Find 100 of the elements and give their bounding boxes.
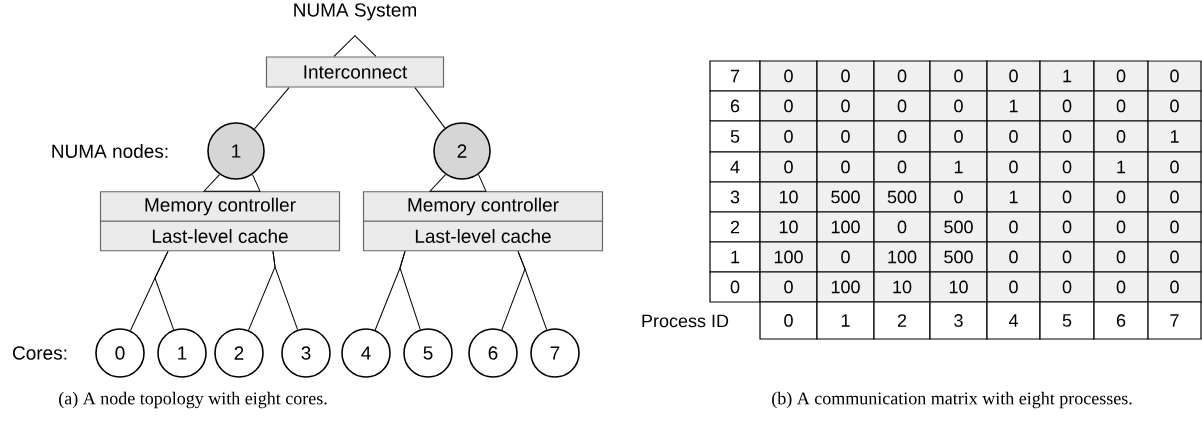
table-cell: 1 (1039, 60, 1095, 92)
table-cell: 0 (816, 241, 875, 273)
connector-line (253, 87, 290, 130)
table-cell: 0 (1147, 181, 1202, 213)
column-header-cell: 0 (759, 301, 818, 340)
table-cell: 0 (816, 90, 875, 122)
table-cell: 100 (816, 211, 875, 243)
table-cell: 0 (1147, 241, 1202, 273)
table-cell: 0 (1093, 241, 1149, 273)
connector-line (414, 87, 446, 129)
column-header-cell: 6 (1093, 301, 1149, 340)
connector-line (154, 250, 175, 331)
table-cell: 1 (986, 90, 1041, 122)
column-header-cell: 4 (986, 301, 1041, 340)
table-cell: 0 (986, 60, 1041, 92)
table-cell: 0 (759, 271, 818, 303)
row-header-cell: 2 (709, 211, 761, 243)
table-cell: 0 (986, 151, 1041, 183)
column-header-cell: 3 (929, 301, 988, 340)
column-header-cell: 7 (1147, 301, 1202, 340)
table-cell: 0 (873, 90, 931, 122)
connector-line (272, 250, 299, 331)
row-header-cell: 7 (709, 60, 761, 92)
table-cell: 0 (986, 241, 1041, 273)
table-cell: 0 (929, 120, 988, 153)
table-cell: 0 (929, 90, 988, 122)
table-cell: 0 (1147, 271, 1202, 303)
table-cell: 0 (759, 90, 818, 122)
connector-line (517, 250, 548, 331)
table-cell: 0 (759, 151, 818, 183)
column-header-cell: 2 (873, 301, 931, 340)
table-cell: 100 (759, 241, 818, 273)
table-cell: 0 (929, 60, 988, 92)
table-cell: 1 (1147, 120, 1202, 153)
table-cell: 0 (986, 120, 1041, 153)
connector-line (333, 35, 377, 57)
table-cell: 0 (873, 120, 931, 153)
table-cell: 0 (873, 60, 931, 92)
table-cell: 10 (873, 271, 931, 303)
node-label: NUMA System (294, 3, 416, 21)
table-cell: 0 (816, 151, 875, 183)
table-cell: 10 (759, 211, 818, 243)
process-box: Memory controller (99, 191, 341, 222)
table-cell: 0 (1039, 241, 1095, 273)
table-cell: 10 (759, 181, 818, 213)
caption: (a) A node topology with eight cores. (59, 391, 327, 409)
table-cell: 500 (873, 181, 931, 213)
table-cell: 1 (986, 181, 1041, 213)
table-cell: 0 (1093, 120, 1149, 153)
table-cell: 0 (1039, 90, 1095, 122)
table-cell: 0 (873, 211, 931, 243)
connector-line (429, 174, 487, 192)
table-cell: 0 (1147, 60, 1202, 92)
table-cell: 0 (1093, 181, 1149, 213)
table-cell: 0 (816, 60, 875, 92)
table-cell: 500 (816, 181, 875, 213)
table-cell: 0 (1039, 151, 1095, 183)
table-cell: 0 (816, 120, 875, 153)
process-box: Last-level cache (99, 220, 341, 252)
table-cell: 0 (1147, 151, 1202, 183)
table-cell: 0 (929, 181, 988, 213)
table-cell: 1 (929, 151, 988, 183)
connector-line (399, 250, 421, 330)
table-cell: 0 (759, 120, 818, 153)
table-cell: 500 (929, 211, 988, 243)
table-cell: 100 (873, 241, 931, 273)
row-header-cell: 6 (709, 90, 761, 122)
table-cell: 0 (1039, 211, 1095, 243)
process-box: Interconnect (265, 56, 445, 88)
row-header-cell: 3 (709, 181, 761, 213)
table-cell: 0 (1147, 90, 1202, 122)
process-box: Last-level cache (362, 220, 604, 252)
table-cell: 0 (1147, 211, 1202, 243)
process-box: Memory controller (362, 191, 604, 222)
connector-line (203, 174, 261, 192)
row-header-cell: 0 (709, 271, 761, 303)
table-cell: 0 (1039, 120, 1095, 153)
table-cell: 100 (816, 271, 875, 303)
caption: (b) A communication matrix with eight processes. (772, 391, 1132, 409)
table-cell: 0 (986, 271, 1041, 303)
table-cell: 0 (1093, 211, 1149, 243)
column-header-cell: 1 (816, 301, 875, 340)
table-cell: 500 (929, 241, 988, 273)
row-header-cell: 4 (709, 151, 761, 183)
table-cell: 0 (986, 211, 1041, 243)
table-cell: 0 (759, 60, 818, 92)
table-cell: 10 (929, 271, 988, 303)
table-cell: 0 (1039, 271, 1095, 303)
table-cell: 0 (1093, 60, 1149, 92)
axis-label: Process ID (642, 314, 729, 328)
row-header-cell: 5 (709, 120, 761, 153)
row-label: NUMA nodes: (52, 144, 168, 158)
row-header-cell: 1 (709, 241, 761, 273)
table-cell: 0 (1093, 90, 1149, 122)
table-cell: 0 (1093, 271, 1149, 303)
table-cell: 0 (873, 151, 931, 183)
table-cell: 0 (1039, 181, 1095, 213)
column-header-cell: 5 (1039, 301, 1095, 340)
row-label: Cores: (13, 346, 67, 360)
table-cell: 1 (1093, 151, 1149, 183)
